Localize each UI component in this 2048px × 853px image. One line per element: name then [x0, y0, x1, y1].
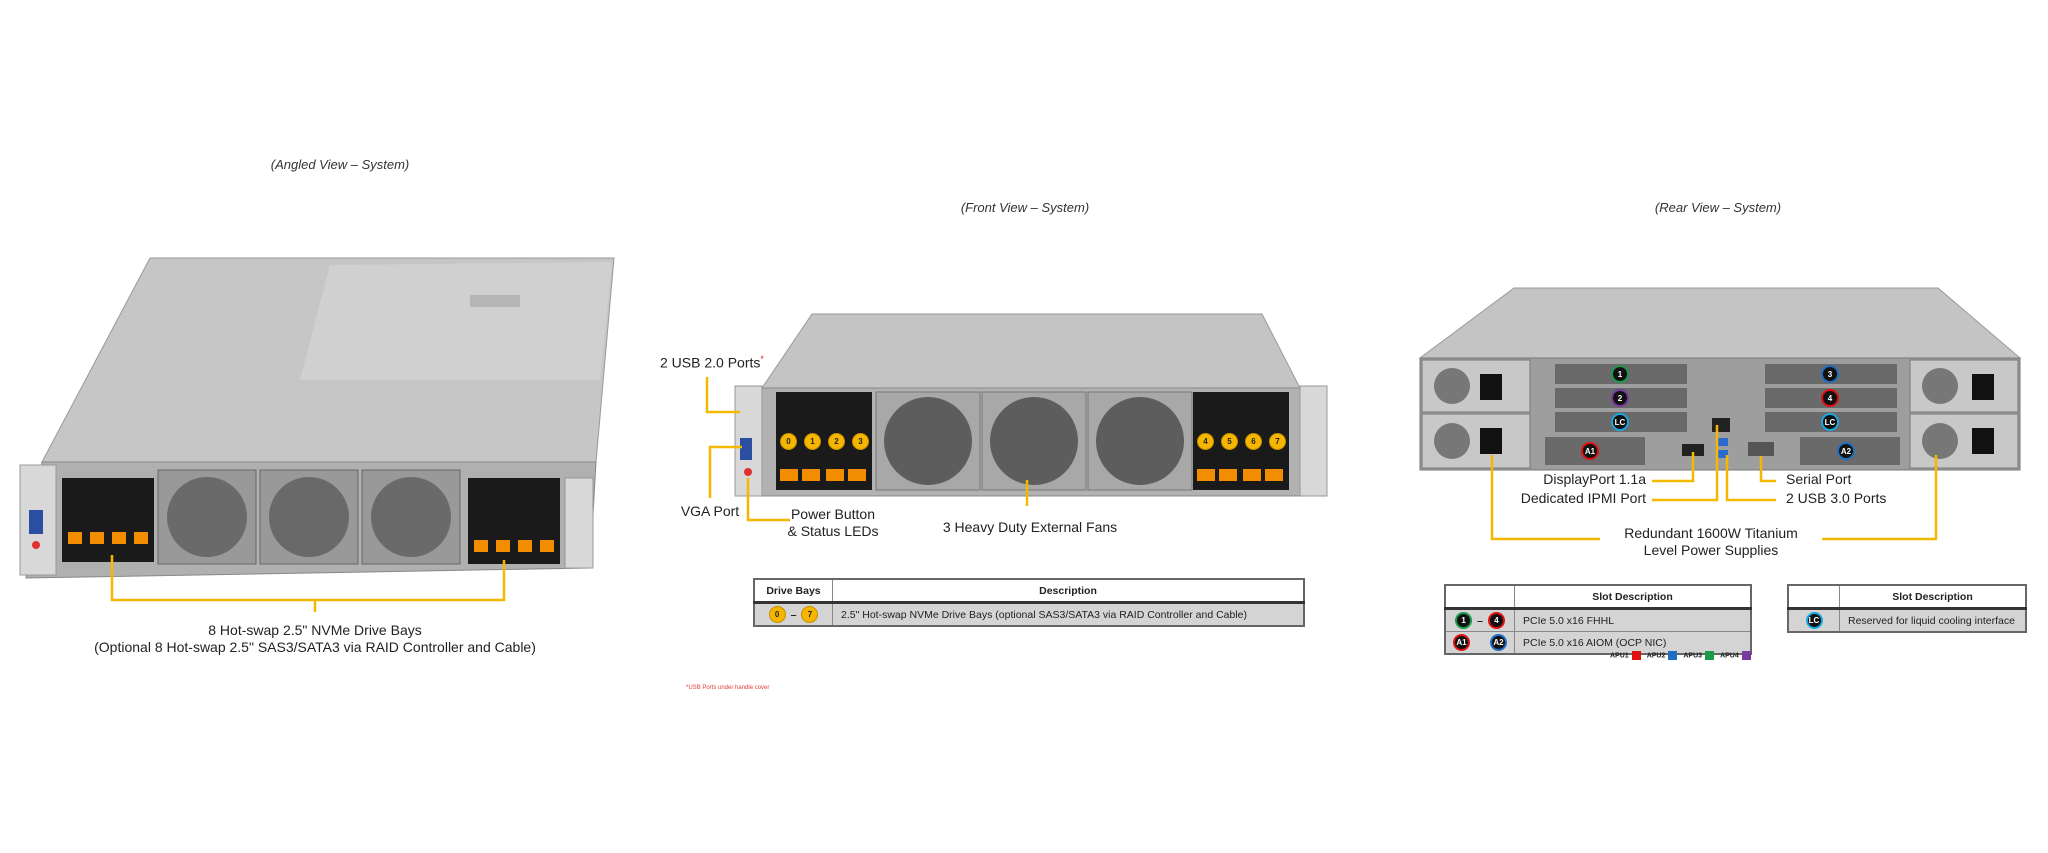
- lc-description-table: Slot Description LC Reserved for liquid …: [1787, 584, 2027, 633]
- legend-label: APU4: [1720, 652, 1739, 660]
- angled-caption-line1: 8 Hot-swap 2.5" NVMe Drive Bays: [208, 622, 422, 638]
- slot-marker-2: 2: [1618, 394, 1623, 403]
- drive-badge: 7: [1269, 433, 1286, 450]
- drive-bays-table: Drive Bays Description 0–7 2.5" Hot-swap…: [753, 578, 1305, 627]
- angled-caption-line2: (Optional 8 Hot-swap 2.5" SAS3/SATA3 via…: [94, 639, 536, 655]
- drive-badge: 4: [1197, 433, 1214, 450]
- drive-badge: 3: [852, 433, 869, 450]
- slot-badge-to: A2: [1490, 634, 1507, 651]
- description-header: Description: [832, 578, 1305, 604]
- power-button-label: Power Button & Status LEDs: [787, 506, 878, 540]
- lc-marker-cell: LC: [1787, 608, 1840, 633]
- usb-footnote: *USB Ports under handle cover: [686, 685, 770, 691]
- lc-badge: LC: [1805, 612, 1823, 629]
- psu-label-line1: Redundant 1600W Titanium: [1624, 525, 1798, 541]
- callout-lines: [110, 377, 1938, 612]
- power-label-line1: Power Button: [790, 506, 876, 522]
- legend-item-apu3: APU3: [1683, 651, 1715, 660]
- slot-marker-1: 1: [1618, 370, 1623, 379]
- range-dash: –: [790, 608, 797, 621]
- legend-item-apu1: APU1: [1610, 651, 1641, 660]
- drive-range-cell: 0–7: [753, 602, 833, 627]
- drive-badge: 2: [828, 433, 845, 450]
- table-row: 1–4 PCIe 5.0 x16 FHHL: [1444, 608, 1752, 632]
- range-dash: –: [1477, 614, 1483, 627]
- rear-view-title: (Rear View – System): [1654, 200, 1782, 215]
- slot-marker-a2: A2: [1841, 447, 1852, 456]
- legend-swatch: [1705, 651, 1715, 660]
- lc-description: Reserved for liquid cooling interface: [1839, 608, 2027, 633]
- usb2-ports-label: 2 USB 2.0 Ports*: [660, 351, 764, 372]
- drive-badge: 5: [1221, 433, 1238, 450]
- slot-marker-lc: LC: [1825, 418, 1836, 427]
- power-label-line2: & Status LEDs: [787, 523, 879, 539]
- table-row: LC Reserved for liquid cooling interface: [1787, 608, 2027, 633]
- lc-marker-header: [1787, 584, 1840, 610]
- slot-description-table: Slot Description 1–4 PCIe 5.0 x16 FHHL A…: [1444, 584, 1752, 655]
- front-server-image: [734, 313, 1328, 497]
- psu-label: Redundant 1600W Titanium Level Power Sup…: [1624, 525, 1798, 559]
- serial-port-label: Serial Port: [1786, 471, 1852, 487]
- slot-badge-to: 4: [1487, 612, 1505, 629]
- table-row: 0–7 2.5" Hot-swap NVMe Drive Bays (optio…: [753, 602, 1305, 627]
- slot-description: PCIe 5.0 x16 AIOM (OCP NIC): [1514, 631, 1752, 655]
- table-row: A1 A2 PCIe 5.0 x16 AIOM (OCP NIC): [1444, 631, 1752, 655]
- slot-badge-from: A1: [1453, 634, 1470, 651]
- legend-swatch: [1741, 651, 1751, 660]
- legend-item-apu4: APU4: [1720, 651, 1751, 660]
- legend-label: APU1: [1610, 652, 1629, 660]
- usb2-ports-text: 2 USB 2.0 Ports: [660, 354, 761, 371]
- slot-range-cell: A1 A2: [1444, 631, 1515, 655]
- drive-badge-to: 7: [801, 606, 819, 623]
- slot-range-cell: 1–4: [1444, 608, 1515, 632]
- fans-label: 3 Heavy Duty External Fans: [942, 519, 1118, 535]
- ipmi-port-label: Dedicated IPMI Port: [1520, 490, 1646, 506]
- vga-port-label: VGA Port: [680, 503, 740, 519]
- legend-item-apu2: APU2: [1647, 651, 1678, 660]
- slot-marker-4: 4: [1828, 394, 1833, 403]
- drive-badge-from: 0: [768, 606, 786, 623]
- legend-label: APU3: [1683, 652, 1703, 660]
- drive-badge: 0: [780, 433, 797, 450]
- slot-marker-header: [1444, 584, 1515, 610]
- slot-description: PCIe 5.0 x16 FHHL: [1514, 608, 1752, 632]
- front-view-title: (Front View – System): [960, 200, 1090, 215]
- usb3-ports-label: 2 USB 3.0 Ports: [1786, 490, 1887, 506]
- front-drive-badges-right: 4 5 6 7: [1197, 433, 1286, 450]
- angled-caption: 8 Hot-swap 2.5" NVMe Drive Bays (Optiona…: [94, 622, 536, 656]
- drive-badge: 1: [804, 433, 821, 450]
- legend-swatch: [1668, 651, 1678, 660]
- lc-description-header: Slot Description: [1839, 584, 2027, 610]
- drive-bays-header: Drive Bays: [753, 578, 833, 604]
- slot-marker-lc: LC: [1615, 418, 1626, 427]
- rear-server-image: 1 2 LC 3 4 LC A1 A2: [1418, 287, 2022, 471]
- slot-marker-a1: A1: [1585, 447, 1596, 456]
- usb-asterisk: *: [760, 354, 764, 364]
- apu-legend: APU1 APU2 APU3 APU4: [1610, 651, 1751, 660]
- psu-label-line2: Level Power Supplies: [1643, 542, 1779, 558]
- slot-marker-3: 3: [1828, 370, 1833, 379]
- slot-badge-from: 1: [1455, 612, 1473, 629]
- drive-badge: 6: [1245, 433, 1262, 450]
- angled-view-title: (Angled View – System): [270, 157, 410, 172]
- drive-description: 2.5" Hot-swap NVMe Drive Bays (optional …: [832, 602, 1305, 627]
- displayport-label: DisplayPort 1.1a: [1543, 471, 1646, 487]
- legend-label: APU2: [1646, 652, 1666, 660]
- angled-server-image: [19, 257, 615, 579]
- front-drive-badges-left: 0 1 2 3: [780, 433, 869, 450]
- legend-swatch: [1631, 651, 1641, 660]
- slot-description-header: Slot Description: [1514, 584, 1752, 610]
